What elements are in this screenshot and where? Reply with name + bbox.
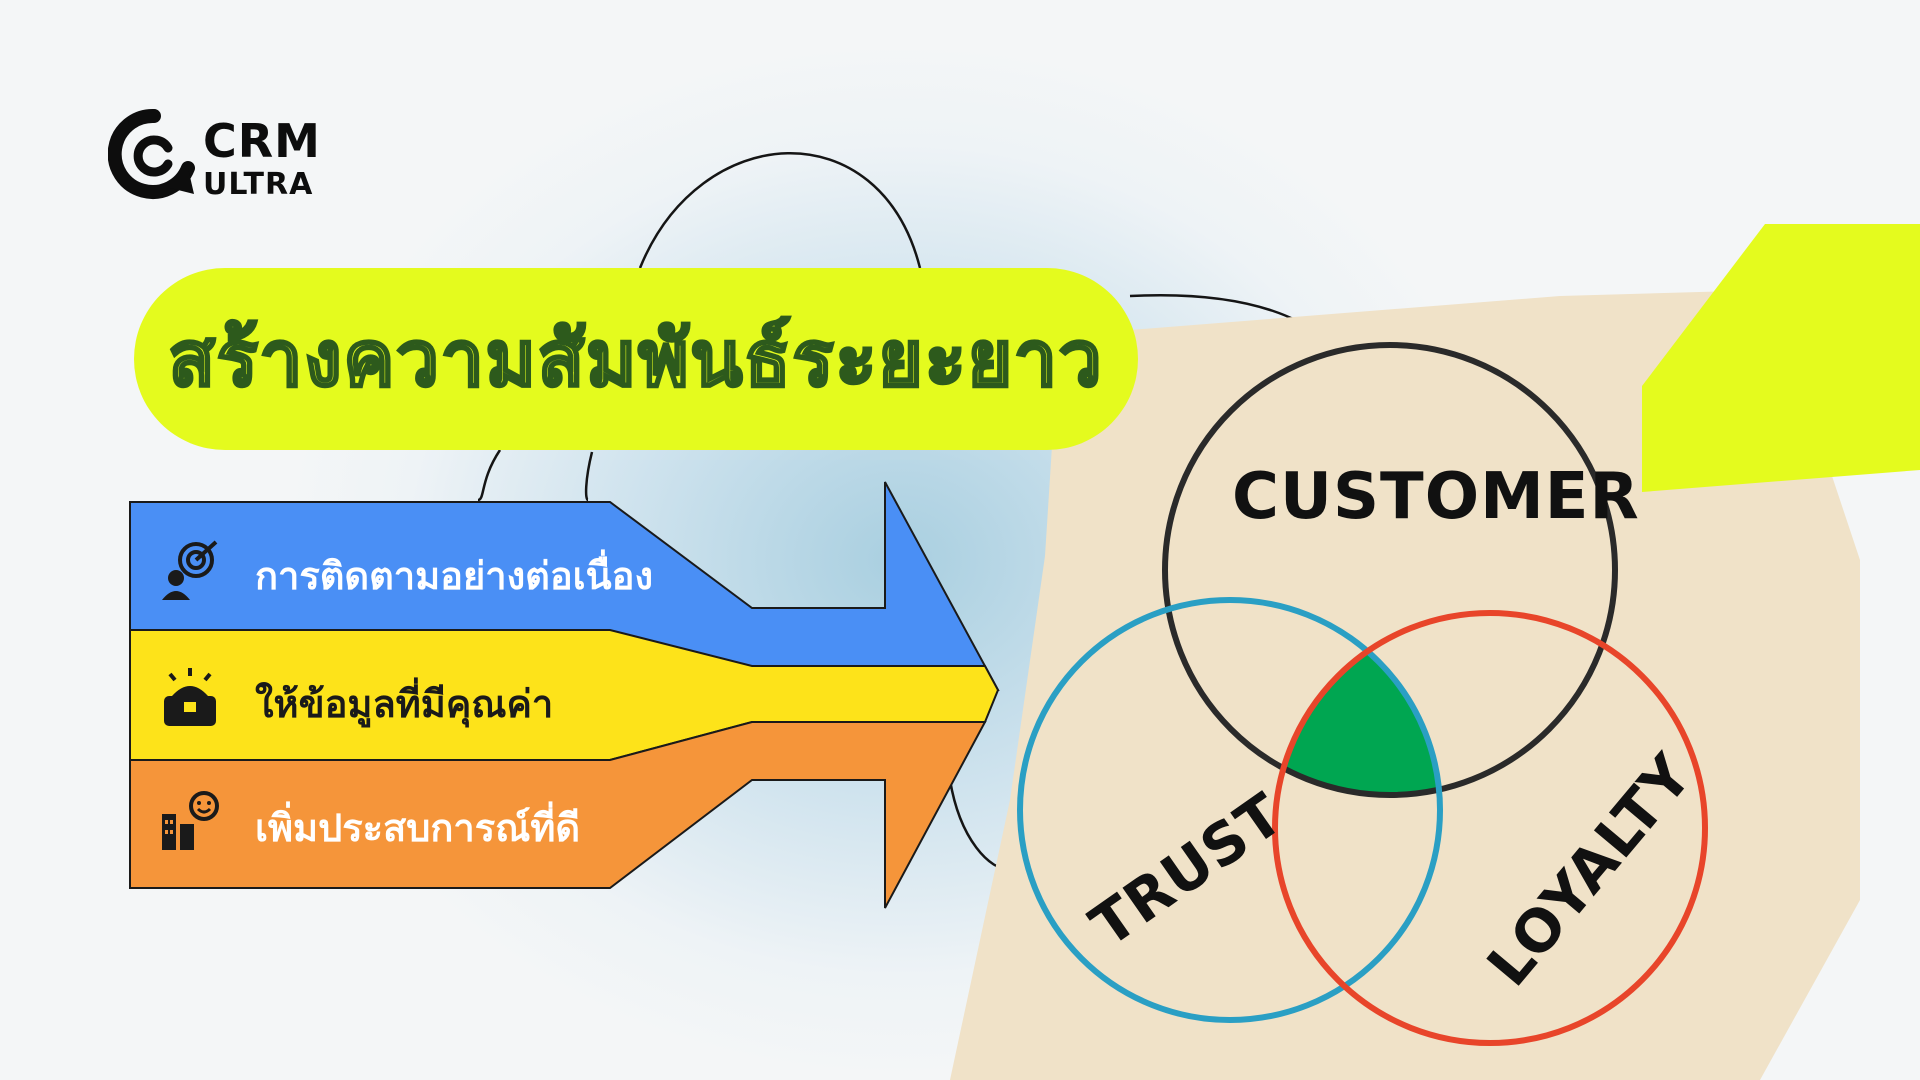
- venn-center-region: [1275, 613, 1440, 795]
- venn-label-customer: CUSTOMER: [1232, 460, 1640, 534]
- logo-text-ultra: ULTRA: [203, 167, 314, 202]
- item-label-experience: เพิ่มประสบการณ์ที่ดี: [255, 806, 581, 850]
- item-label-value-info: ให้ข้อมูลที่มีคุณค่า: [255, 682, 554, 726]
- arrow-band-orange: [129, 721, 987, 909]
- title-banner: สร้างความสัมพันธ์ระยะยาว: [134, 268, 1138, 450]
- logo-mark-icon: [107, 108, 195, 199]
- building-smile-icon: [158, 790, 222, 854]
- box-sparkle-icon: [158, 666, 222, 730]
- target-person-icon: [158, 538, 222, 602]
- item-label-tracking: การติดตามอย่างต่อเนื่อง: [255, 554, 653, 598]
- crm-ultra-logo: CRM ULTRA: [107, 108, 348, 204]
- venn-circle-customer: [1162, 342, 1618, 798]
- page-title: สร้างความสัมพันธ์ระยะยาว: [167, 313, 1104, 405]
- venn-circle-trust: [1017, 597, 1443, 1023]
- logo-text-crm: CRM: [203, 114, 321, 168]
- venn-circle-loyalty: [1272, 610, 1708, 1046]
